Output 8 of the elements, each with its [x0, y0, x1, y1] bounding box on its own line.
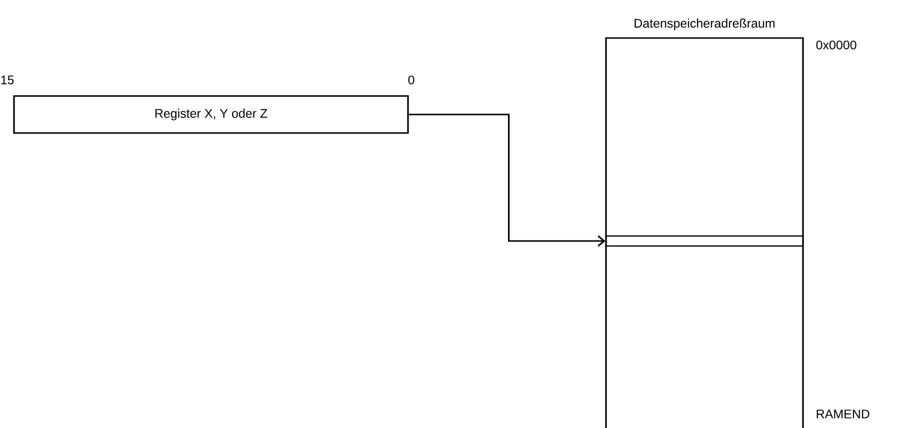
register-box: Register X, Y oder Z — [13, 95, 409, 134]
column-heading: Datenspeicheradreßraum — [634, 18, 774, 30]
address-label: RAMEND — [816, 410, 870, 418]
arrow — [408, 114, 606, 247]
bit-number: 15 — [1, 76, 14, 84]
address-label: 0x0000 — [816, 40, 856, 50]
bit-number: 0 — [408, 76, 414, 84]
memory-cell — [605, 235, 804, 247]
